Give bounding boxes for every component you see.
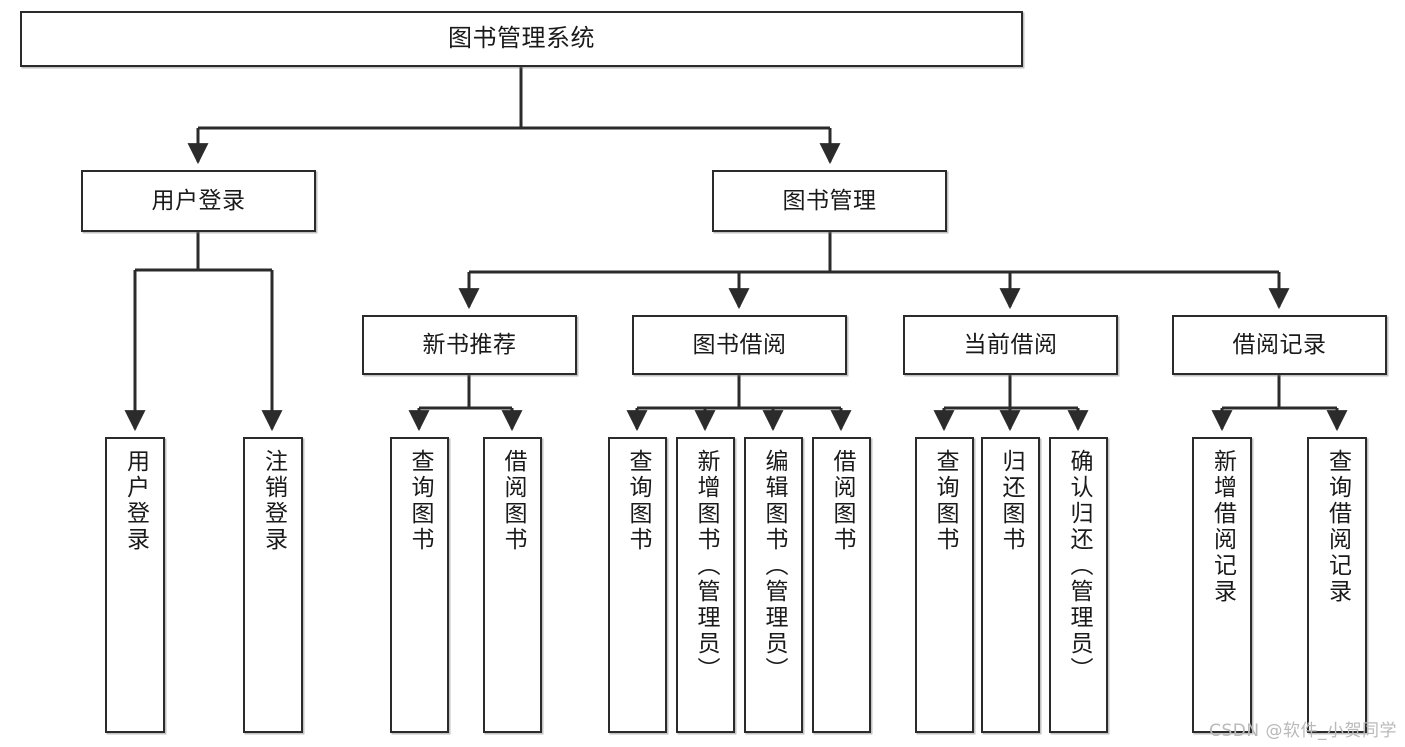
node-current-borrow[interactable]: 当前借阅 [903, 315, 1118, 375]
node-leaf-query-book-2[interactable]: 查询图书 [608, 437, 667, 733]
node-leaf-query-book-2-label: 查询图书 [625, 449, 651, 553]
node-leaf-borrow-book-1-label: 借阅图书 [500, 449, 526, 553]
node-new-book-recommend-label: 新书推荐 [422, 331, 517, 358]
node-leaf-edit-book-admin-label: 编辑图书（管理员） [761, 449, 787, 683]
node-leaf-add-book-admin-label: 新增图书（管理员） [693, 449, 719, 683]
node-leaf-edit-book-admin[interactable]: 编辑图书（管理员） [744, 437, 803, 733]
node-leaf-return-book[interactable]: 归还图书 [981, 437, 1040, 733]
node-book-borrow[interactable]: 图书借阅 [632, 315, 847, 375]
node-leaf-add-borrow-record-label: 新增借阅记录 [1209, 449, 1236, 605]
node-root-label: 图书管理系统 [448, 24, 595, 53]
node-new-book-recommend[interactable]: 新书推荐 [362, 315, 577, 375]
node-leaf-borrow-book-1[interactable]: 借阅图书 [483, 437, 542, 733]
node-user-login-label: 用户登录 [151, 187, 246, 214]
node-leaf-return-book-label: 归还图书 [998, 449, 1024, 553]
node-leaf-borrow-book-2[interactable]: 借阅图书 [812, 437, 871, 733]
node-borrow-record[interactable]: 借阅记录 [1172, 315, 1387, 375]
node-leaf-confirm-return-admin-label: 确认归还（管理员） [1066, 449, 1092, 683]
node-book-management-label: 图书管理 [782, 187, 877, 214]
node-leaf-query-book-3[interactable]: 查询图书 [915, 437, 974, 733]
node-book-management[interactable]: 图书管理 [712, 170, 947, 232]
node-leaf-query-book-1[interactable]: 查询图书 [390, 437, 449, 733]
node-user-login[interactable]: 用户登录 [81, 170, 316, 232]
node-leaf-logout-login-label: 注销登录 [260, 449, 287, 553]
node-leaf-logout-login[interactable]: 注销登录 [243, 437, 303, 733]
node-leaf-borrow-book-2-label: 借阅图书 [829, 449, 855, 553]
node-leaf-confirm-return-admin[interactable]: 确认归还（管理员） [1049, 437, 1108, 733]
node-book-borrow-label: 图书借阅 [692, 331, 787, 358]
watermark-text: CSDN @软件_小贺同学 [1209, 721, 1397, 741]
node-leaf-add-borrow-record[interactable]: 新增借阅记录 [1192, 437, 1252, 733]
node-leaf-add-book-admin[interactable]: 新增图书（管理员） [676, 437, 735, 733]
node-root[interactable]: 图书管理系统 [20, 11, 1023, 67]
node-leaf-query-borrow-record-label: 查询借阅记录 [1324, 449, 1351, 605]
node-current-borrow-label: 当前借阅 [963, 331, 1058, 358]
node-borrow-record-label: 借阅记录 [1232, 331, 1327, 358]
node-leaf-query-book-3-label: 查询图书 [932, 449, 958, 553]
node-leaf-query-book-1-label: 查询图书 [407, 449, 433, 553]
node-leaf-query-borrow-record[interactable]: 查询借阅记录 [1307, 437, 1367, 733]
node-leaf-user-login-label: 用户登录 [122, 449, 149, 553]
node-leaf-user-login[interactable]: 用户登录 [105, 437, 165, 733]
